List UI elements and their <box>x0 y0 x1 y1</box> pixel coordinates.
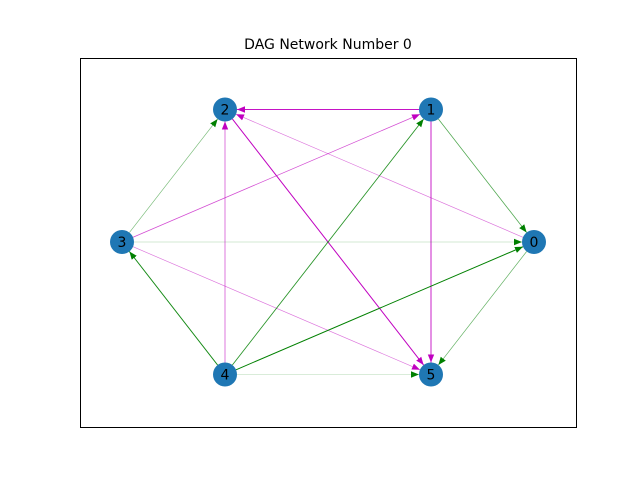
edge-3-to-2 <box>129 118 218 233</box>
node-circle <box>419 97 443 122</box>
node-label: 2 <box>221 102 230 118</box>
edge-0-to-5 <box>438 251 527 366</box>
axes-frame <box>80 58 577 428</box>
node-circle <box>110 230 134 254</box>
node-label: 4 <box>221 368 230 384</box>
edges-layer <box>128 106 527 378</box>
node-label: 1 <box>427 102 436 118</box>
node-0: 0 <box>522 230 546 254</box>
node-circle <box>213 362 237 387</box>
edge-4-to-0 <box>235 246 524 371</box>
node-2: 2 <box>213 97 237 122</box>
node-label: 3 <box>118 235 127 251</box>
edge-1-to-0 <box>438 118 527 233</box>
node-5: 5 <box>419 362 443 387</box>
edge-4-to-3 <box>128 251 219 366</box>
edge-4-to-1 <box>232 118 424 366</box>
nodes-layer: 0 1 2 3 4 5 <box>110 97 546 387</box>
node-3: 3 <box>110 230 134 254</box>
node-circle <box>213 97 237 122</box>
figure-title: DAG Network Number 0 <box>244 37 412 53</box>
node-label: 5 <box>427 368 436 384</box>
edge-3-to-1 <box>132 113 421 238</box>
node-circle <box>522 230 546 254</box>
node-4: 4 <box>213 362 237 387</box>
node-circle <box>419 362 443 387</box>
node-1: 1 <box>419 97 443 122</box>
node-label: 0 <box>530 235 539 251</box>
